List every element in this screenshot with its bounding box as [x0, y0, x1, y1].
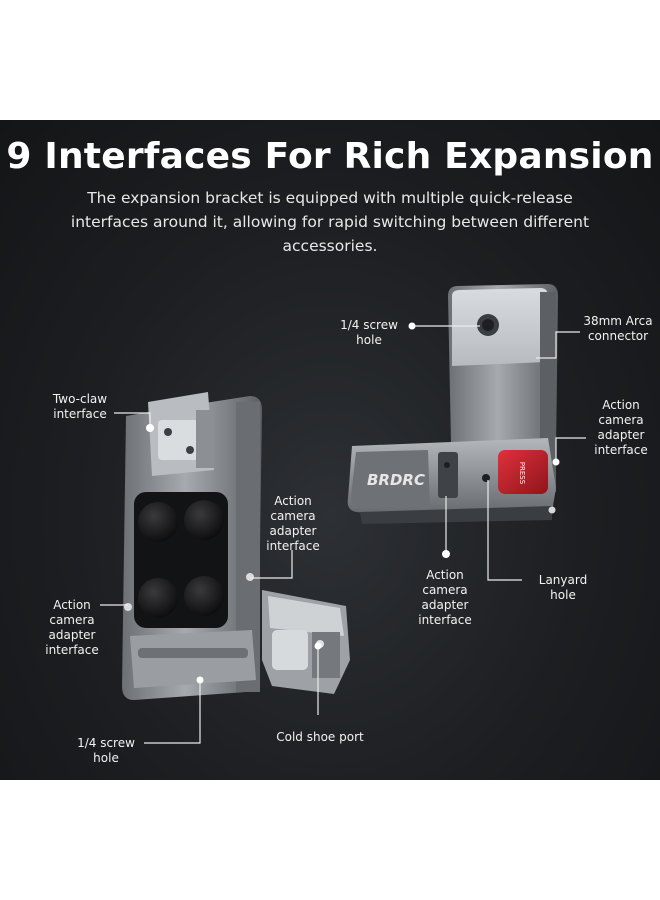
- callout-action-adapter-right: Action camera adapter interface: [594, 398, 648, 457]
- callout-arca-connector: 38mm Arca connector: [583, 314, 653, 343]
- left-bracket: [122, 392, 350, 700]
- page-description: The expansion bracket is equipped with m…: [70, 189, 590, 255]
- callout-action-adapter-bottom-right: Action camera adapter interface: [418, 568, 472, 627]
- callout-lanyard-hole: Lanyard hole: [538, 573, 588, 602]
- page-title: 9 Interfaces For Rich Expansion: [6, 136, 654, 177]
- callout-screw-hole-bottom: 1/4 screw hole: [77, 736, 135, 765]
- brand-logo: BRDRC: [367, 471, 425, 489]
- product-illustration: BRDRC PRESS: [100, 284, 586, 744]
- callout-cold-shoe: Cold shoe port: [276, 730, 364, 744]
- leader-lines: [100, 322, 586, 744]
- callout-action-adapter-middle: Action camera adapter interface: [266, 494, 320, 553]
- right-bracket: BRDRC PRESS: [347, 284, 558, 524]
- callout-screw-hole-top: 1/4 screw hole: [340, 318, 398, 347]
- callout-action-adapter-left: Action camera adapter interface: [45, 598, 99, 657]
- feature-panel: 9 Interfaces For Rich Expansion The expa…: [0, 120, 660, 780]
- press-button: [498, 450, 548, 494]
- press-button-label: PRESS: [518, 462, 526, 485]
- callout-two-claw: Two-claw interface: [52, 392, 108, 421]
